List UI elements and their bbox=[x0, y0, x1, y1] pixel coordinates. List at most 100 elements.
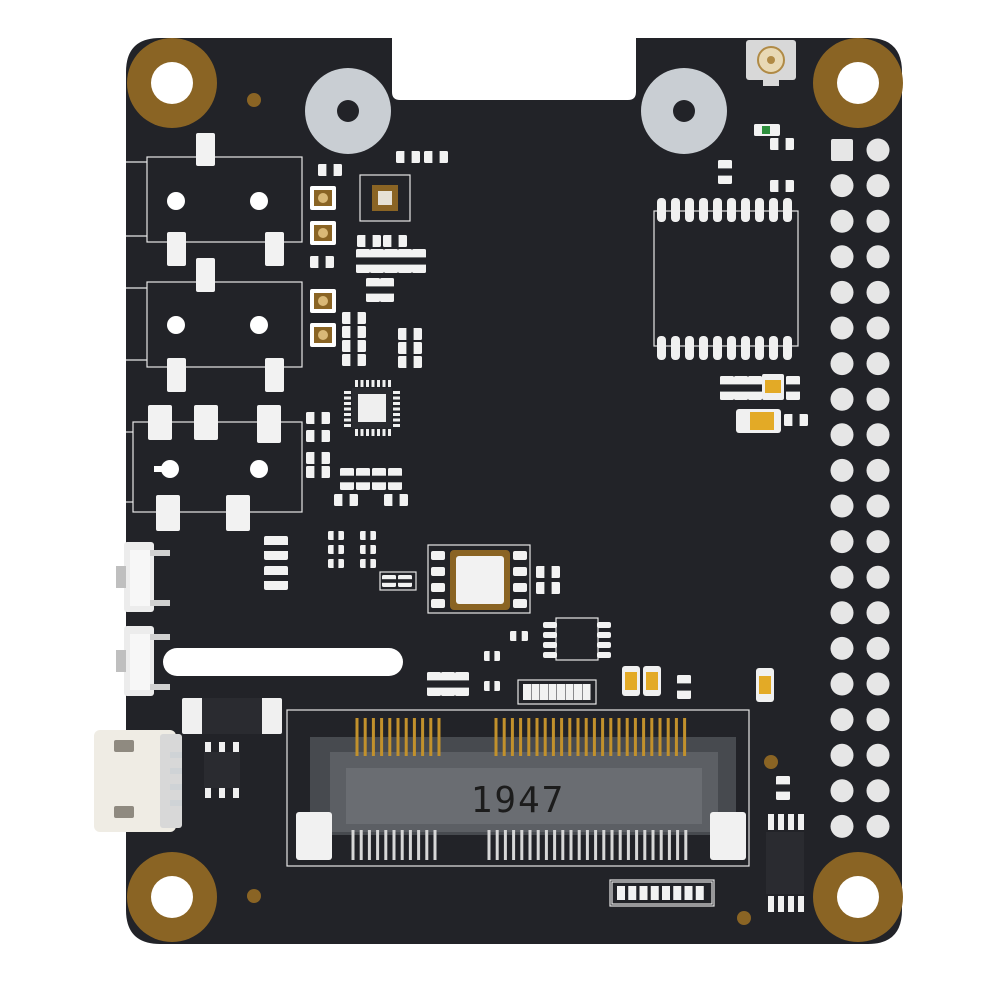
smd-body bbox=[342, 494, 350, 506]
smd-body bbox=[786, 384, 800, 392]
qfn-pin bbox=[344, 391, 351, 394]
smd-body bbox=[365, 235, 373, 247]
smd-body bbox=[314, 452, 322, 464]
qfn-pin bbox=[355, 429, 358, 436]
smd-body bbox=[398, 257, 412, 265]
sop-pin bbox=[699, 336, 708, 360]
smd-body bbox=[427, 680, 441, 688]
sensor-chip bbox=[359, 174, 411, 222]
gpio-pin bbox=[866, 138, 890, 162]
smd-array bbox=[611, 881, 713, 905]
smd-body bbox=[384, 257, 398, 265]
sop-pin bbox=[741, 198, 750, 222]
tactile-switch bbox=[126, 258, 303, 392]
smd-body bbox=[544, 566, 552, 578]
sop-pin bbox=[671, 198, 680, 222]
smd-body bbox=[776, 784, 790, 792]
smd-body bbox=[391, 235, 399, 247]
smd-body bbox=[380, 286, 394, 294]
gpio-pin bbox=[830, 530, 854, 554]
qfn-pin bbox=[393, 413, 400, 416]
sop-pin bbox=[769, 336, 778, 360]
gpio-pin bbox=[866, 174, 890, 198]
smd-body bbox=[388, 475, 402, 483]
qfn-pin bbox=[344, 407, 351, 411]
gpio-pin bbox=[866, 636, 890, 660]
gpio-pin bbox=[866, 708, 890, 732]
smd-body bbox=[326, 164, 334, 176]
gpio-pin bbox=[830, 209, 854, 233]
gpio-pin bbox=[866, 458, 890, 482]
smd-body bbox=[350, 312, 358, 324]
smd-body bbox=[314, 430, 322, 442]
smd-pad bbox=[548, 684, 557, 700]
sop-pin bbox=[755, 198, 764, 222]
sop-pin bbox=[657, 336, 666, 360]
mounting-hole-icon bbox=[813, 852, 903, 942]
smd-body bbox=[350, 340, 358, 352]
smd-body bbox=[398, 579, 412, 583]
led-body bbox=[762, 126, 770, 134]
sop-pin bbox=[713, 336, 722, 360]
sop-pin bbox=[699, 198, 708, 222]
smd-pad bbox=[684, 886, 693, 900]
micro-usb-icon[interactable] bbox=[94, 730, 182, 832]
gpio-pin bbox=[866, 280, 890, 304]
qfn-pin bbox=[393, 407, 400, 411]
qfn-pin bbox=[344, 424, 351, 427]
regulator-chip bbox=[204, 742, 240, 798]
sop-pin bbox=[671, 336, 680, 360]
mounting-hole-icon bbox=[127, 38, 217, 128]
smd-body bbox=[365, 531, 371, 540]
smd-body bbox=[333, 545, 339, 554]
sop-pin bbox=[741, 336, 750, 360]
smd-body bbox=[365, 545, 371, 554]
gpio-pin bbox=[866, 743, 890, 767]
smd-body bbox=[370, 257, 384, 265]
smd-pad bbox=[540, 684, 548, 700]
gpio-pin bbox=[830, 387, 854, 411]
via bbox=[764, 755, 778, 769]
gpio-pin bbox=[866, 779, 890, 803]
qfn-pin bbox=[382, 380, 386, 387]
gpio-pin bbox=[866, 672, 890, 696]
connector-marking: 1947 bbox=[471, 780, 566, 821]
smd-pad bbox=[650, 886, 659, 900]
sop-pin bbox=[657, 198, 666, 222]
smd-body bbox=[333, 531, 339, 540]
qfn-pin bbox=[360, 380, 364, 387]
smd-pad bbox=[662, 886, 670, 900]
qfn-pin bbox=[360, 429, 364, 436]
gpio-pin bbox=[830, 423, 854, 447]
gpio-pin bbox=[830, 316, 854, 340]
qfn-pin bbox=[355, 380, 358, 387]
slide-switch bbox=[116, 542, 170, 612]
via bbox=[247, 93, 261, 107]
standoff-pad bbox=[305, 68, 391, 154]
smd-body bbox=[718, 168, 732, 176]
gpio-pin bbox=[830, 565, 854, 589]
smd-body bbox=[333, 559, 339, 568]
gpio-pin bbox=[866, 423, 890, 447]
sop-pin bbox=[783, 198, 792, 222]
gpio-pin bbox=[866, 814, 890, 838]
smd-body bbox=[340, 475, 354, 483]
led bbox=[310, 186, 336, 347]
gpio-pin bbox=[866, 494, 890, 518]
gpio-pin bbox=[866, 352, 890, 376]
gpio-pin bbox=[866, 209, 890, 233]
smd-body bbox=[455, 680, 469, 688]
smd-body bbox=[489, 651, 495, 661]
smd-body bbox=[314, 412, 322, 424]
smd-body bbox=[404, 151, 412, 163]
smd-body bbox=[778, 180, 786, 192]
gpio-pin bbox=[830, 708, 854, 732]
sop-pin bbox=[783, 336, 792, 360]
sop-pin bbox=[685, 336, 694, 360]
smd-pad bbox=[695, 886, 704, 900]
qfn-pin bbox=[377, 429, 380, 436]
mpcie-connector[interactable]: 1947 bbox=[286, 709, 750, 867]
gpio-pin bbox=[830, 601, 854, 625]
qfn-pin bbox=[388, 429, 391, 436]
